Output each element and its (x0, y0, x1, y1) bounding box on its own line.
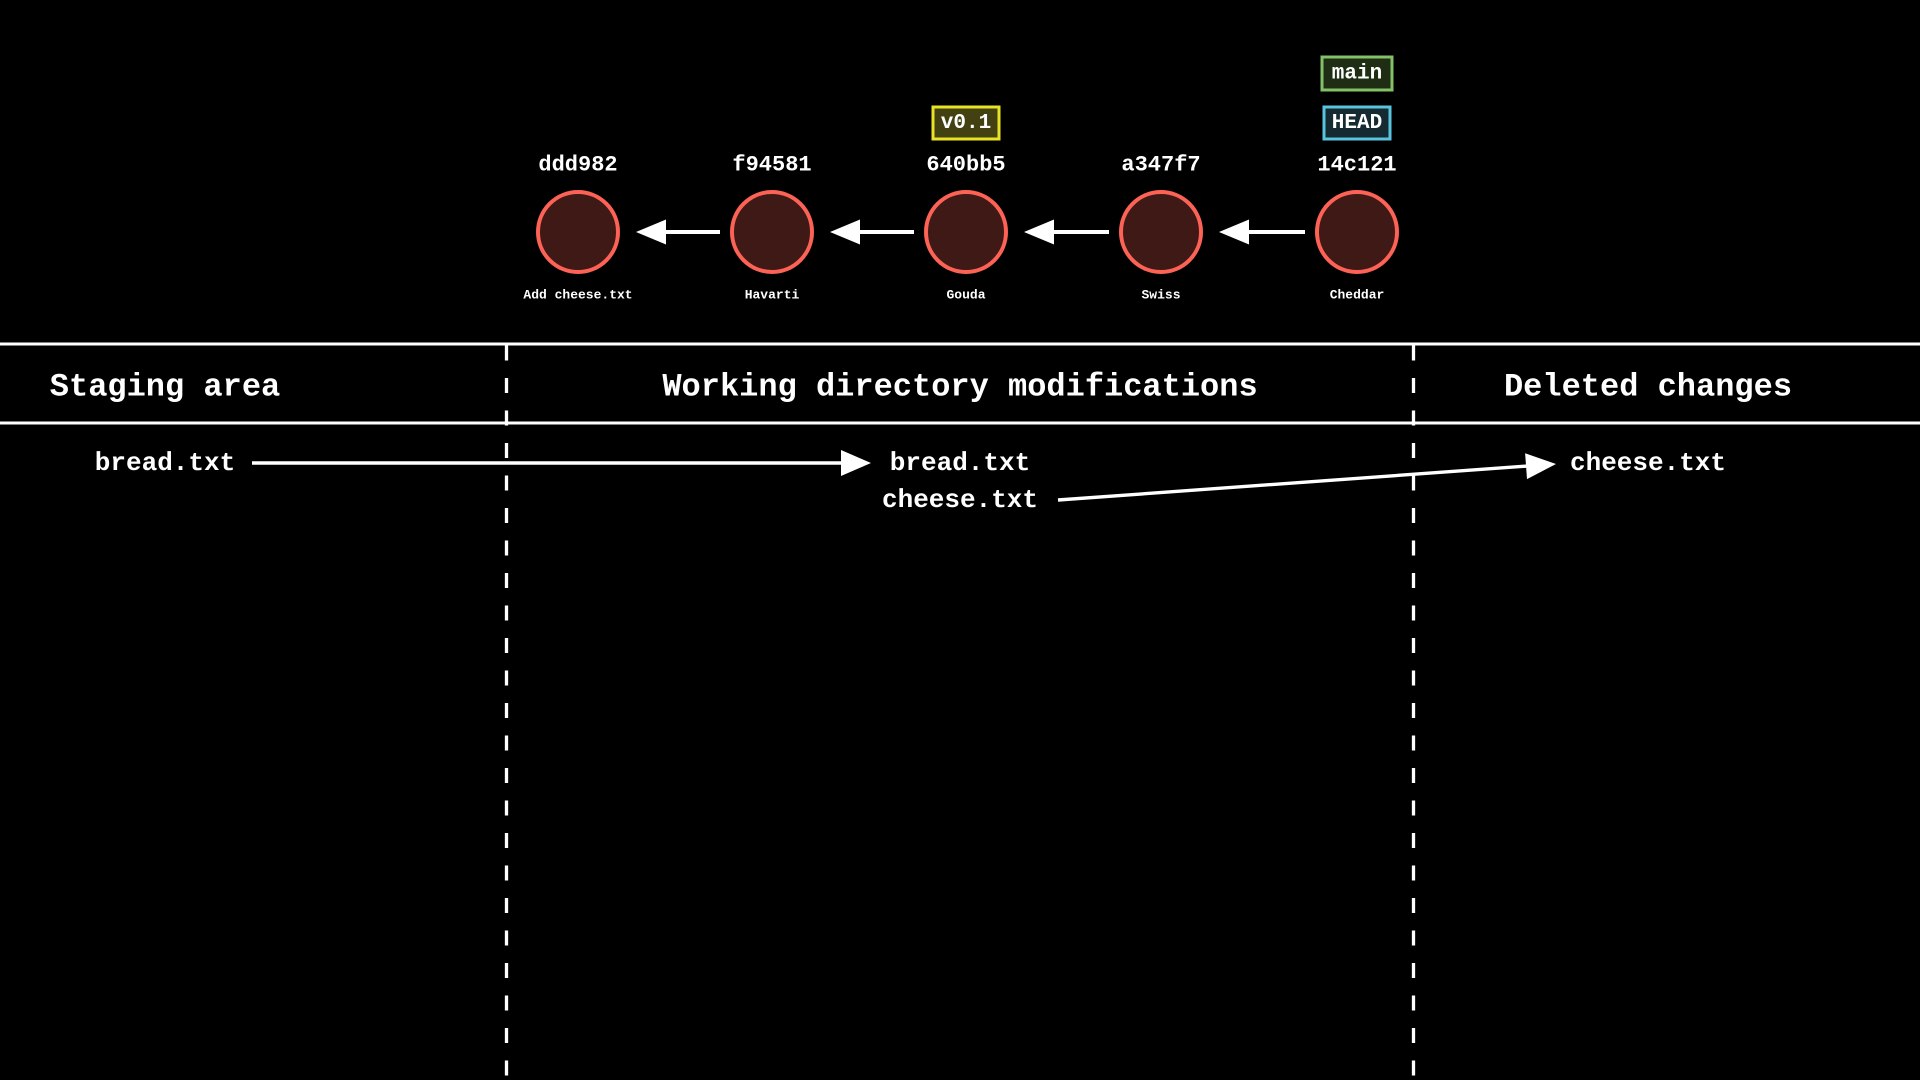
column-header-deleted: Deleted changes (1504, 369, 1792, 406)
branch-badge: main (1320, 55, 1394, 92)
commit-circle (536, 190, 620, 274)
arrow-head-left-icon (1024, 219, 1054, 245)
arrow-head-left-icon (636, 219, 666, 245)
commit-message: Add cheese.txt (523, 288, 632, 303)
commit-hash: 14c121 (1317, 153, 1396, 178)
head-badge-label: HEAD (1332, 112, 1382, 135)
tag-badge-box (931, 105, 1001, 141)
commit-parent-arrow (1219, 219, 1305, 245)
column-header-staging: Staging area (50, 369, 280, 406)
commit-hash: a347f7 (1121, 153, 1200, 178)
commit-parent-arrow (636, 219, 720, 245)
file-label-staging-bread: bread.txt (95, 448, 235, 478)
commit-node: 640bb5 Gouda (924, 153, 1008, 303)
file-label-working-cheese: cheese.txt (882, 485, 1038, 515)
commit-circle (1119, 190, 1203, 274)
column-header-working: Working directory modifications (662, 369, 1257, 406)
commit-hash: 640bb5 (926, 153, 1005, 178)
head-badge: HEAD (1322, 105, 1392, 141)
commit-node: ddd982 Add cheese.txt (523, 153, 632, 303)
branch-badge-box (1320, 55, 1394, 92)
commit-parent-arrow (830, 219, 914, 245)
file-move-arrow-cheese (1057, 453, 1556, 502)
commit-message: Gouda (946, 288, 985, 303)
commit-node: a347f7 Swiss (1119, 153, 1203, 303)
commit-circle (1315, 190, 1399, 274)
commit-message: Cheddar (1330, 288, 1385, 303)
commit-parent-arrows (636, 219, 1305, 245)
commit-circle (924, 190, 1008, 274)
commit-message: Swiss (1141, 288, 1180, 303)
arrow-head-right-icon (1525, 453, 1556, 480)
commit-message: Havarti (745, 288, 800, 303)
commit-node: f94581 Havarti (730, 153, 814, 303)
arrow-head-left-icon (1219, 219, 1249, 245)
commit-circle (730, 190, 814, 274)
arrow-head-right-icon (841, 450, 871, 476)
arrow-shaft (1057, 464, 1529, 502)
file-label-deleted-cheese: cheese.txt (1570, 448, 1726, 478)
commit-parent-arrow (1024, 219, 1109, 245)
head-badge-box (1322, 105, 1392, 141)
branch-badge-label: main (1332, 63, 1382, 86)
file-label-working-bread: bread.txt (890, 448, 1030, 478)
commit-node: 14c121 Cheddar (1315, 153, 1399, 303)
commit-hash: ddd982 (538, 153, 617, 178)
tag-badge-label: v0.1 (941, 112, 991, 135)
arrow-head-left-icon (830, 219, 860, 245)
tag-badge: v0.1 (931, 105, 1001, 141)
file-move-arrow-bread (252, 450, 871, 476)
commit-hash: f94581 (732, 153, 811, 178)
